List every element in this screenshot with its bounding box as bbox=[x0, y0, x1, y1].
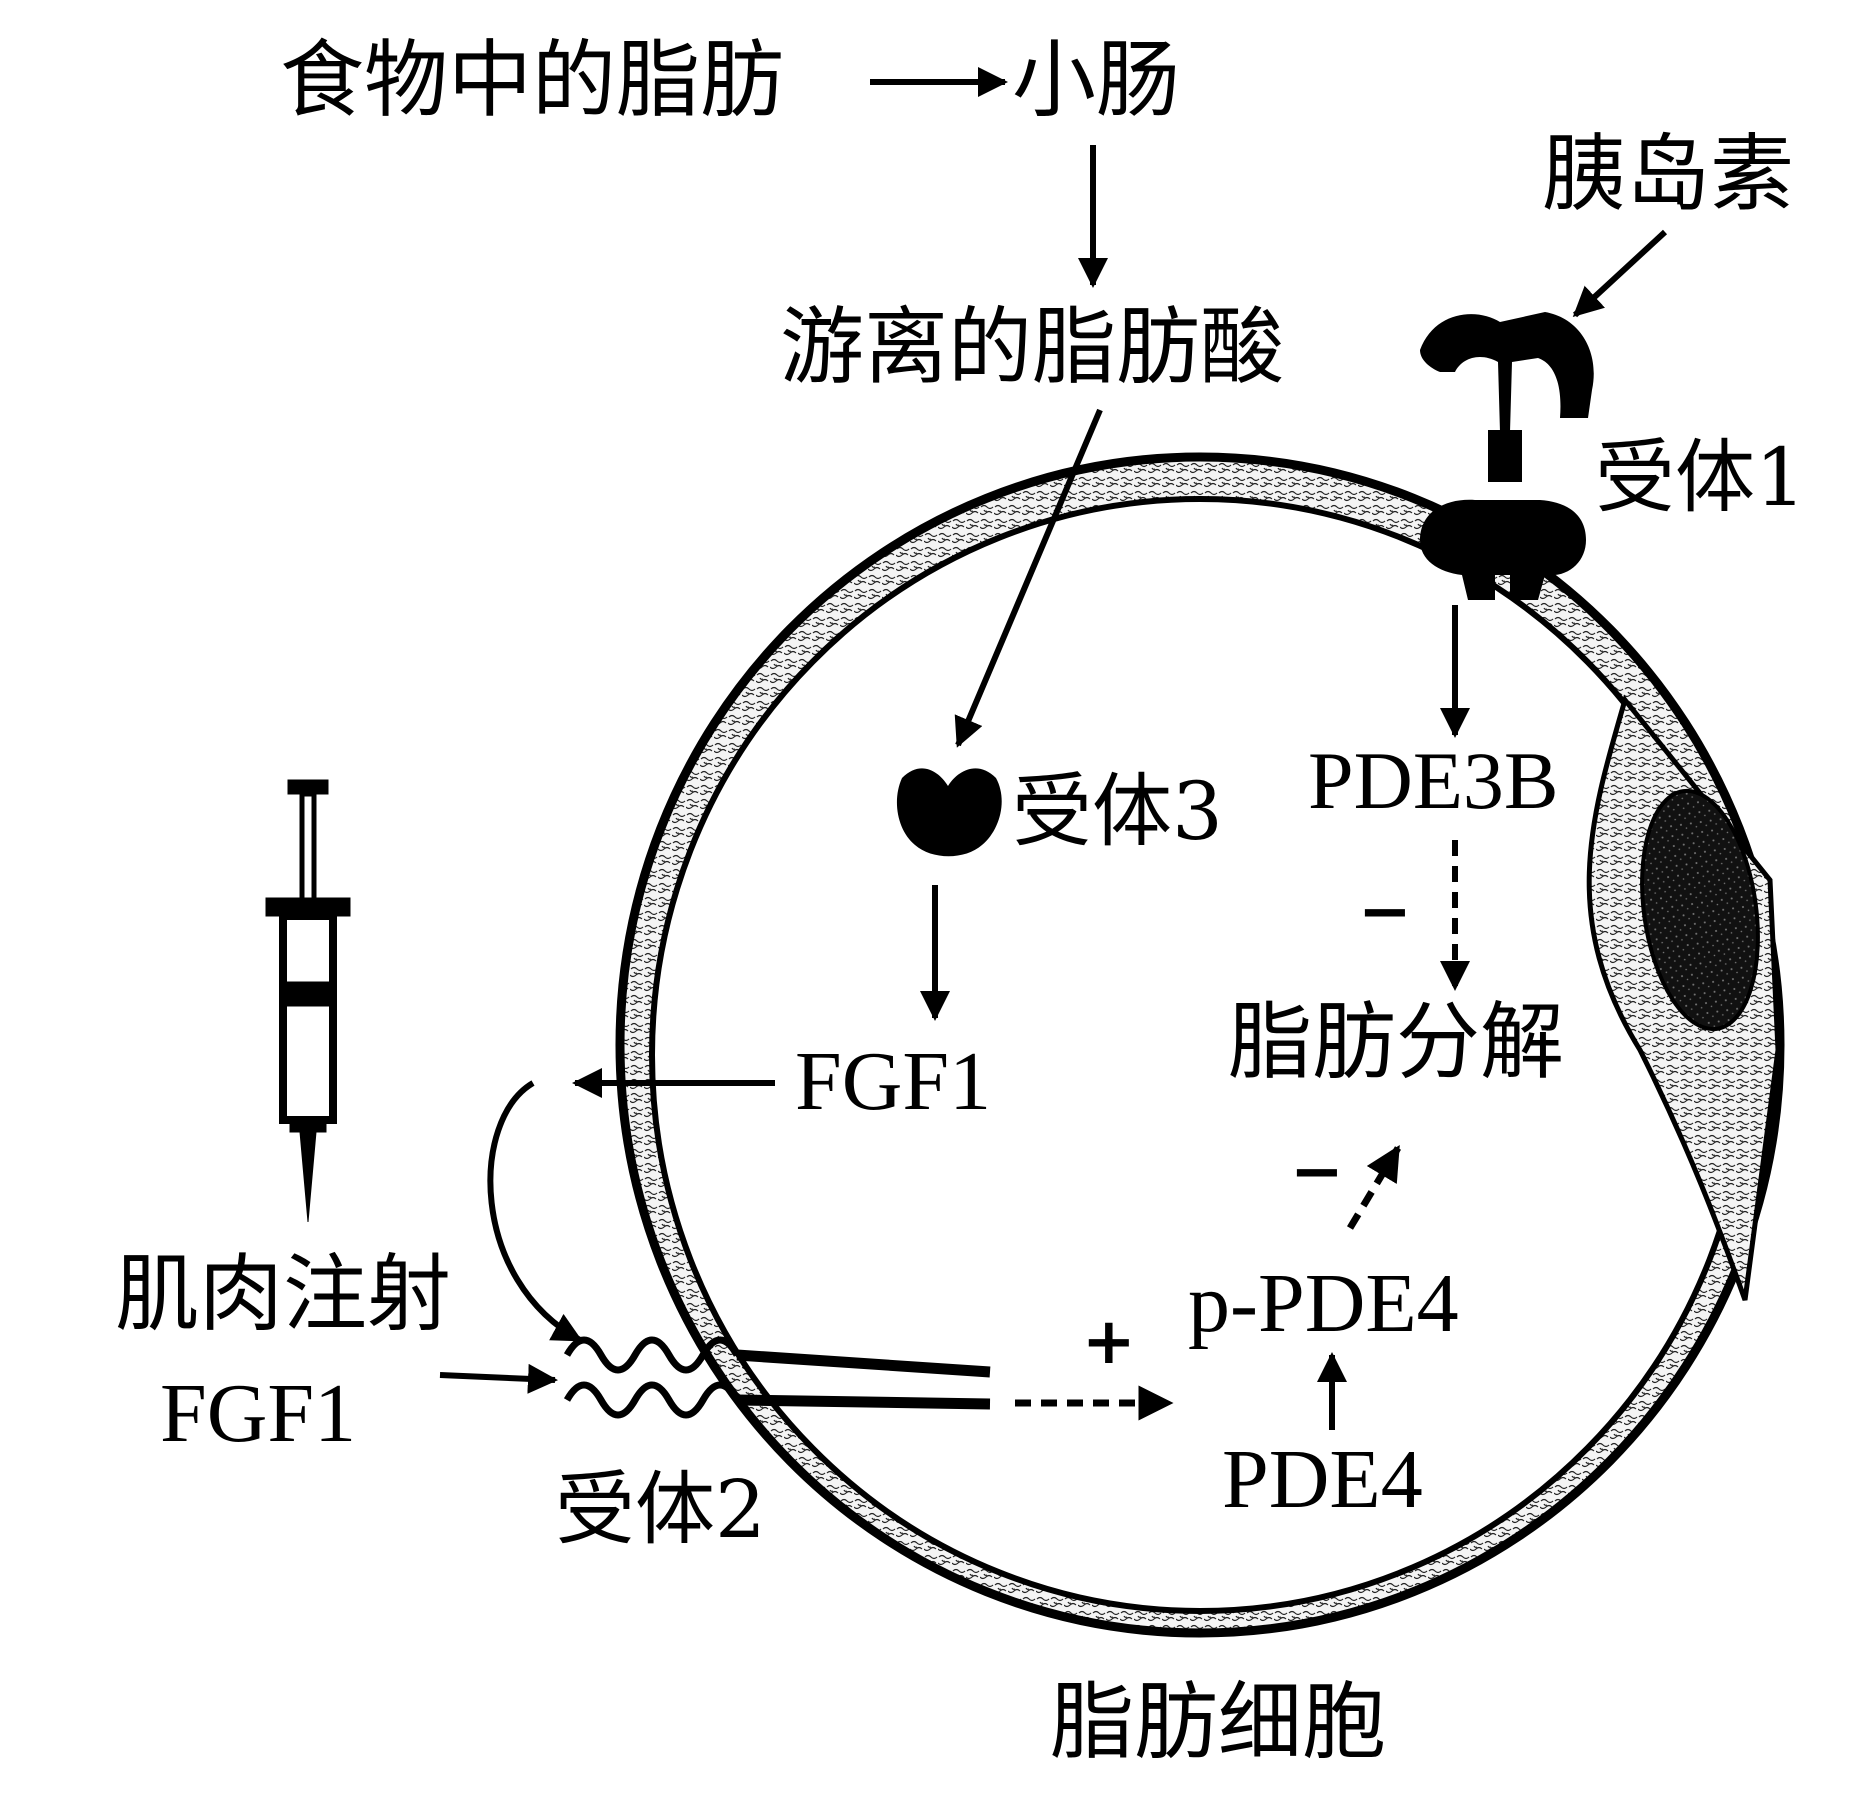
arrow-injection-to-receptor2 bbox=[439, 1363, 558, 1394]
arrow-insulin-to-receptor1 bbox=[1572, 229, 1668, 318]
sign-ppde4-inhibits: − bbox=[1290, 1135, 1344, 1209]
label-receptor2: 受体2 bbox=[555, 1463, 766, 1556]
label-pde3b: PDE3B bbox=[1308, 735, 1559, 826]
receptor3-shape bbox=[896, 768, 1002, 857]
label-insulin: 胰岛素 bbox=[1542, 125, 1795, 223]
pathway-arrows bbox=[439, 67, 1668, 1430]
regulation-arrows bbox=[1015, 840, 1470, 1421]
syringe-icon bbox=[265, 779, 351, 1223]
sign-receptor2-activates: + bbox=[1082, 1305, 1136, 1379]
receptor1-shape bbox=[1420, 312, 1594, 600]
label-pde4: PDE4 bbox=[1222, 1433, 1423, 1526]
sign-pde3b-inhibits: − bbox=[1358, 875, 1412, 949]
receptor2-shape bbox=[563, 1336, 991, 1419]
label-p-pde4: p-PDE4 bbox=[1188, 1257, 1459, 1350]
label-receptor1: 受体1 bbox=[1595, 431, 1806, 524]
label-receptor3: 受体3 bbox=[1012, 765, 1223, 858]
label-im-injection: 肌肉注射 bbox=[115, 1245, 452, 1343]
label-food-fat: 食物中的脂肪 bbox=[280, 31, 785, 129]
nucleus bbox=[1640, 788, 1760, 1032]
arrow-fgf1-to-receptor2 bbox=[487, 1080, 583, 1343]
arrow-ffa-to-receptor3 bbox=[954, 408, 1103, 748]
adipocyte-cell bbox=[615, 452, 1785, 1638]
label-free-fatty-acid: 游离的脂肪酸 bbox=[780, 298, 1285, 396]
label-lipolysis: 脂肪分解 bbox=[1228, 993, 1565, 1091]
dashed-ppde4-to-lipolysis bbox=[1346, 1144, 1402, 1230]
label-adipocyte: 脂肪细胞 bbox=[1050, 1673, 1387, 1771]
label-small-intestine: 小肠 bbox=[1012, 31, 1181, 129]
label-fgf1-inner: FGF1 bbox=[795, 1035, 992, 1128]
label-im-fgf1: FGF1 bbox=[160, 1367, 357, 1460]
